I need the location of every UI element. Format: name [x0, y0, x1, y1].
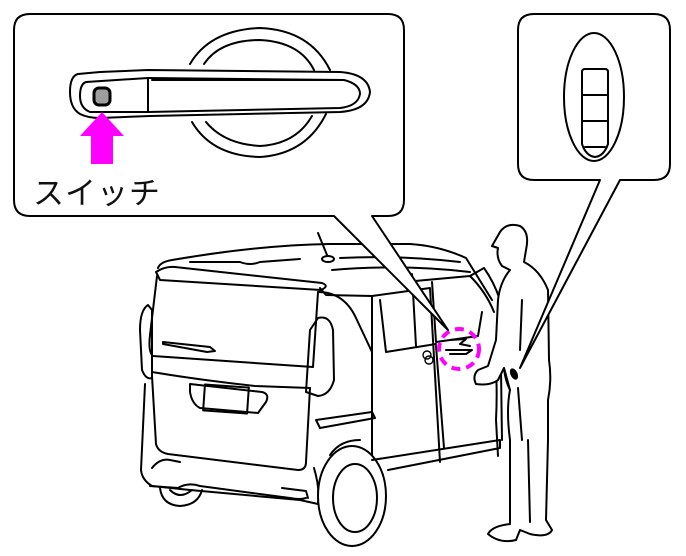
- request-switch-button: [92, 86, 112, 107]
- rear-window: [148, 275, 319, 368]
- callout-left-bubble: [13, 13, 449, 331]
- callout-right: [517, 13, 671, 369]
- callout-left: [13, 13, 449, 331]
- door-handle: [445, 338, 473, 355]
- antenna: [317, 232, 328, 256]
- van-roof: [157, 243, 493, 301]
- handle-highlight-circle: [437, 327, 481, 371]
- key-in-pocket: [509, 368, 519, 380]
- callout-right-bubble: [517, 13, 671, 369]
- switch-label: スイッチ: [33, 176, 161, 212]
- side-window: [431, 281, 483, 343]
- up-arrow-icon: [80, 112, 124, 164]
- wheel-far: [159, 487, 203, 507]
- rear-wiper: [162, 341, 216, 353]
- door-handle-detail: [69, 69, 371, 119]
- van: [139, 232, 503, 547]
- tailgate: [151, 375, 311, 471]
- person: [473, 223, 553, 543]
- license-plate: [202, 383, 250, 415]
- person-silhouette: [473, 223, 553, 543]
- tail-light-left: [139, 304, 153, 380]
- smart-key-fob: [563, 32, 625, 162]
- tail-light-right: [305, 316, 335, 397]
- side-sill: [371, 439, 501, 471]
